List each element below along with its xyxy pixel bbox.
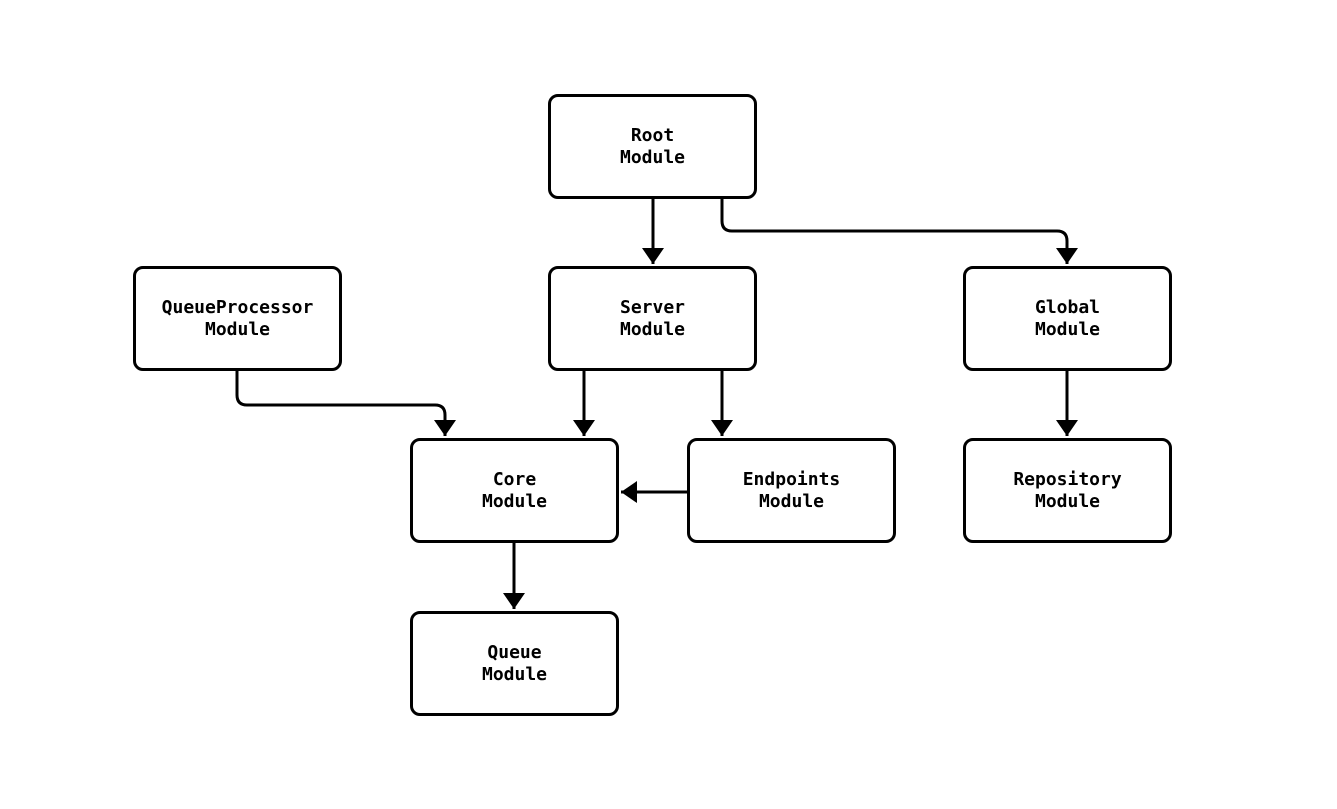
node-repository-module: Repository Module <box>963 438 1172 543</box>
node-root-module: Root Module <box>548 94 757 199</box>
node-server-module: Server Module <box>548 266 757 371</box>
node-queue-module-label: Queue Module <box>481 641 548 685</box>
node-queueprocessor-module-label: QueueProcessor Module <box>161 296 314 340</box>
node-global-module: Global Module <box>963 266 1172 371</box>
node-root-module-label: Root Module <box>619 124 686 168</box>
node-core-module-label: Core Module <box>481 468 548 512</box>
edge-root-to-global-arrow <box>720 199 1078 264</box>
node-endpoints-module: Endpoints Module <box>687 438 896 543</box>
node-queue-module: Queue Module <box>410 611 619 716</box>
edge-queueprocessor-to-core-arrow <box>235 371 456 436</box>
node-server-module-label: Server Module <box>619 296 686 340</box>
node-global-module-label: Global Module <box>1034 296 1101 340</box>
node-endpoints-module-label: Endpoints Module <box>742 468 841 512</box>
node-queueprocessor-module: QueueProcessor Module <box>133 266 342 371</box>
node-repository-module-label: Repository Module <box>1013 468 1122 512</box>
node-core-module: Core Module <box>410 438 619 543</box>
